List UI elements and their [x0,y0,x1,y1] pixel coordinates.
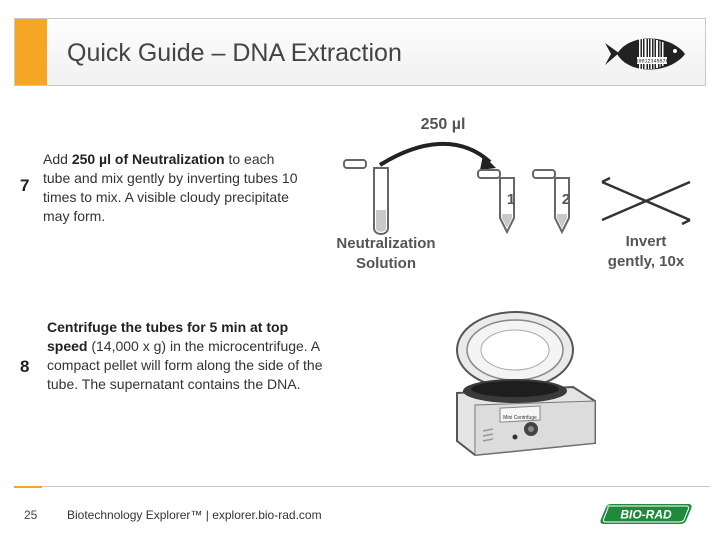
tube-1-icon [477,169,515,235]
footer-divider [14,486,710,487]
biorad-logo: BIO-RAD [600,504,692,524]
step-number: 8 [20,357,30,376]
volume-label: 250 µl [420,116,466,133]
biorad-logo-text: BIO-RAD [620,508,672,522]
title-banner: Quick Guide – DNA Extraction 10012345678 [14,18,706,86]
step-8-text: Centrifuge the tubes for 5 min at top sp… [47,319,323,392]
fish-barcode-icon: 10012345678 [605,38,685,70]
neutralization-figure: 250 µl 1 2 Neutralization Solution Inver… [330,110,700,280]
tube-2-label: 2 [561,191,571,208]
reagent-tube-icon [343,159,389,235]
page-title: Quick Guide – DNA Extraction [67,39,402,67]
tube-2-icon [532,169,570,235]
reagent-label: Neutralization Solution [336,235,436,272]
step-7-text: Add 250 µl of Neutralization to each tub… [43,151,298,224]
barcode-text: 10012345678 [635,59,668,65]
footer-accent [14,486,42,488]
invert-label: Invert gently, 10x [607,233,685,270]
tube-illustration [343,142,691,235]
page-number: 25 [24,508,38,522]
footer-text: Biotechnology Explorer™ | explorer.bio-r… [67,508,322,522]
step-number: 7 [20,176,30,195]
device-label: Mini Centrifuge [503,415,537,421]
tube-1-label: 1 [506,191,516,208]
microcentrifuge-icon: Mini Centrifuge [456,311,596,457]
invert-cross-icon [601,176,691,226]
title-accent-bar [15,19,47,85]
